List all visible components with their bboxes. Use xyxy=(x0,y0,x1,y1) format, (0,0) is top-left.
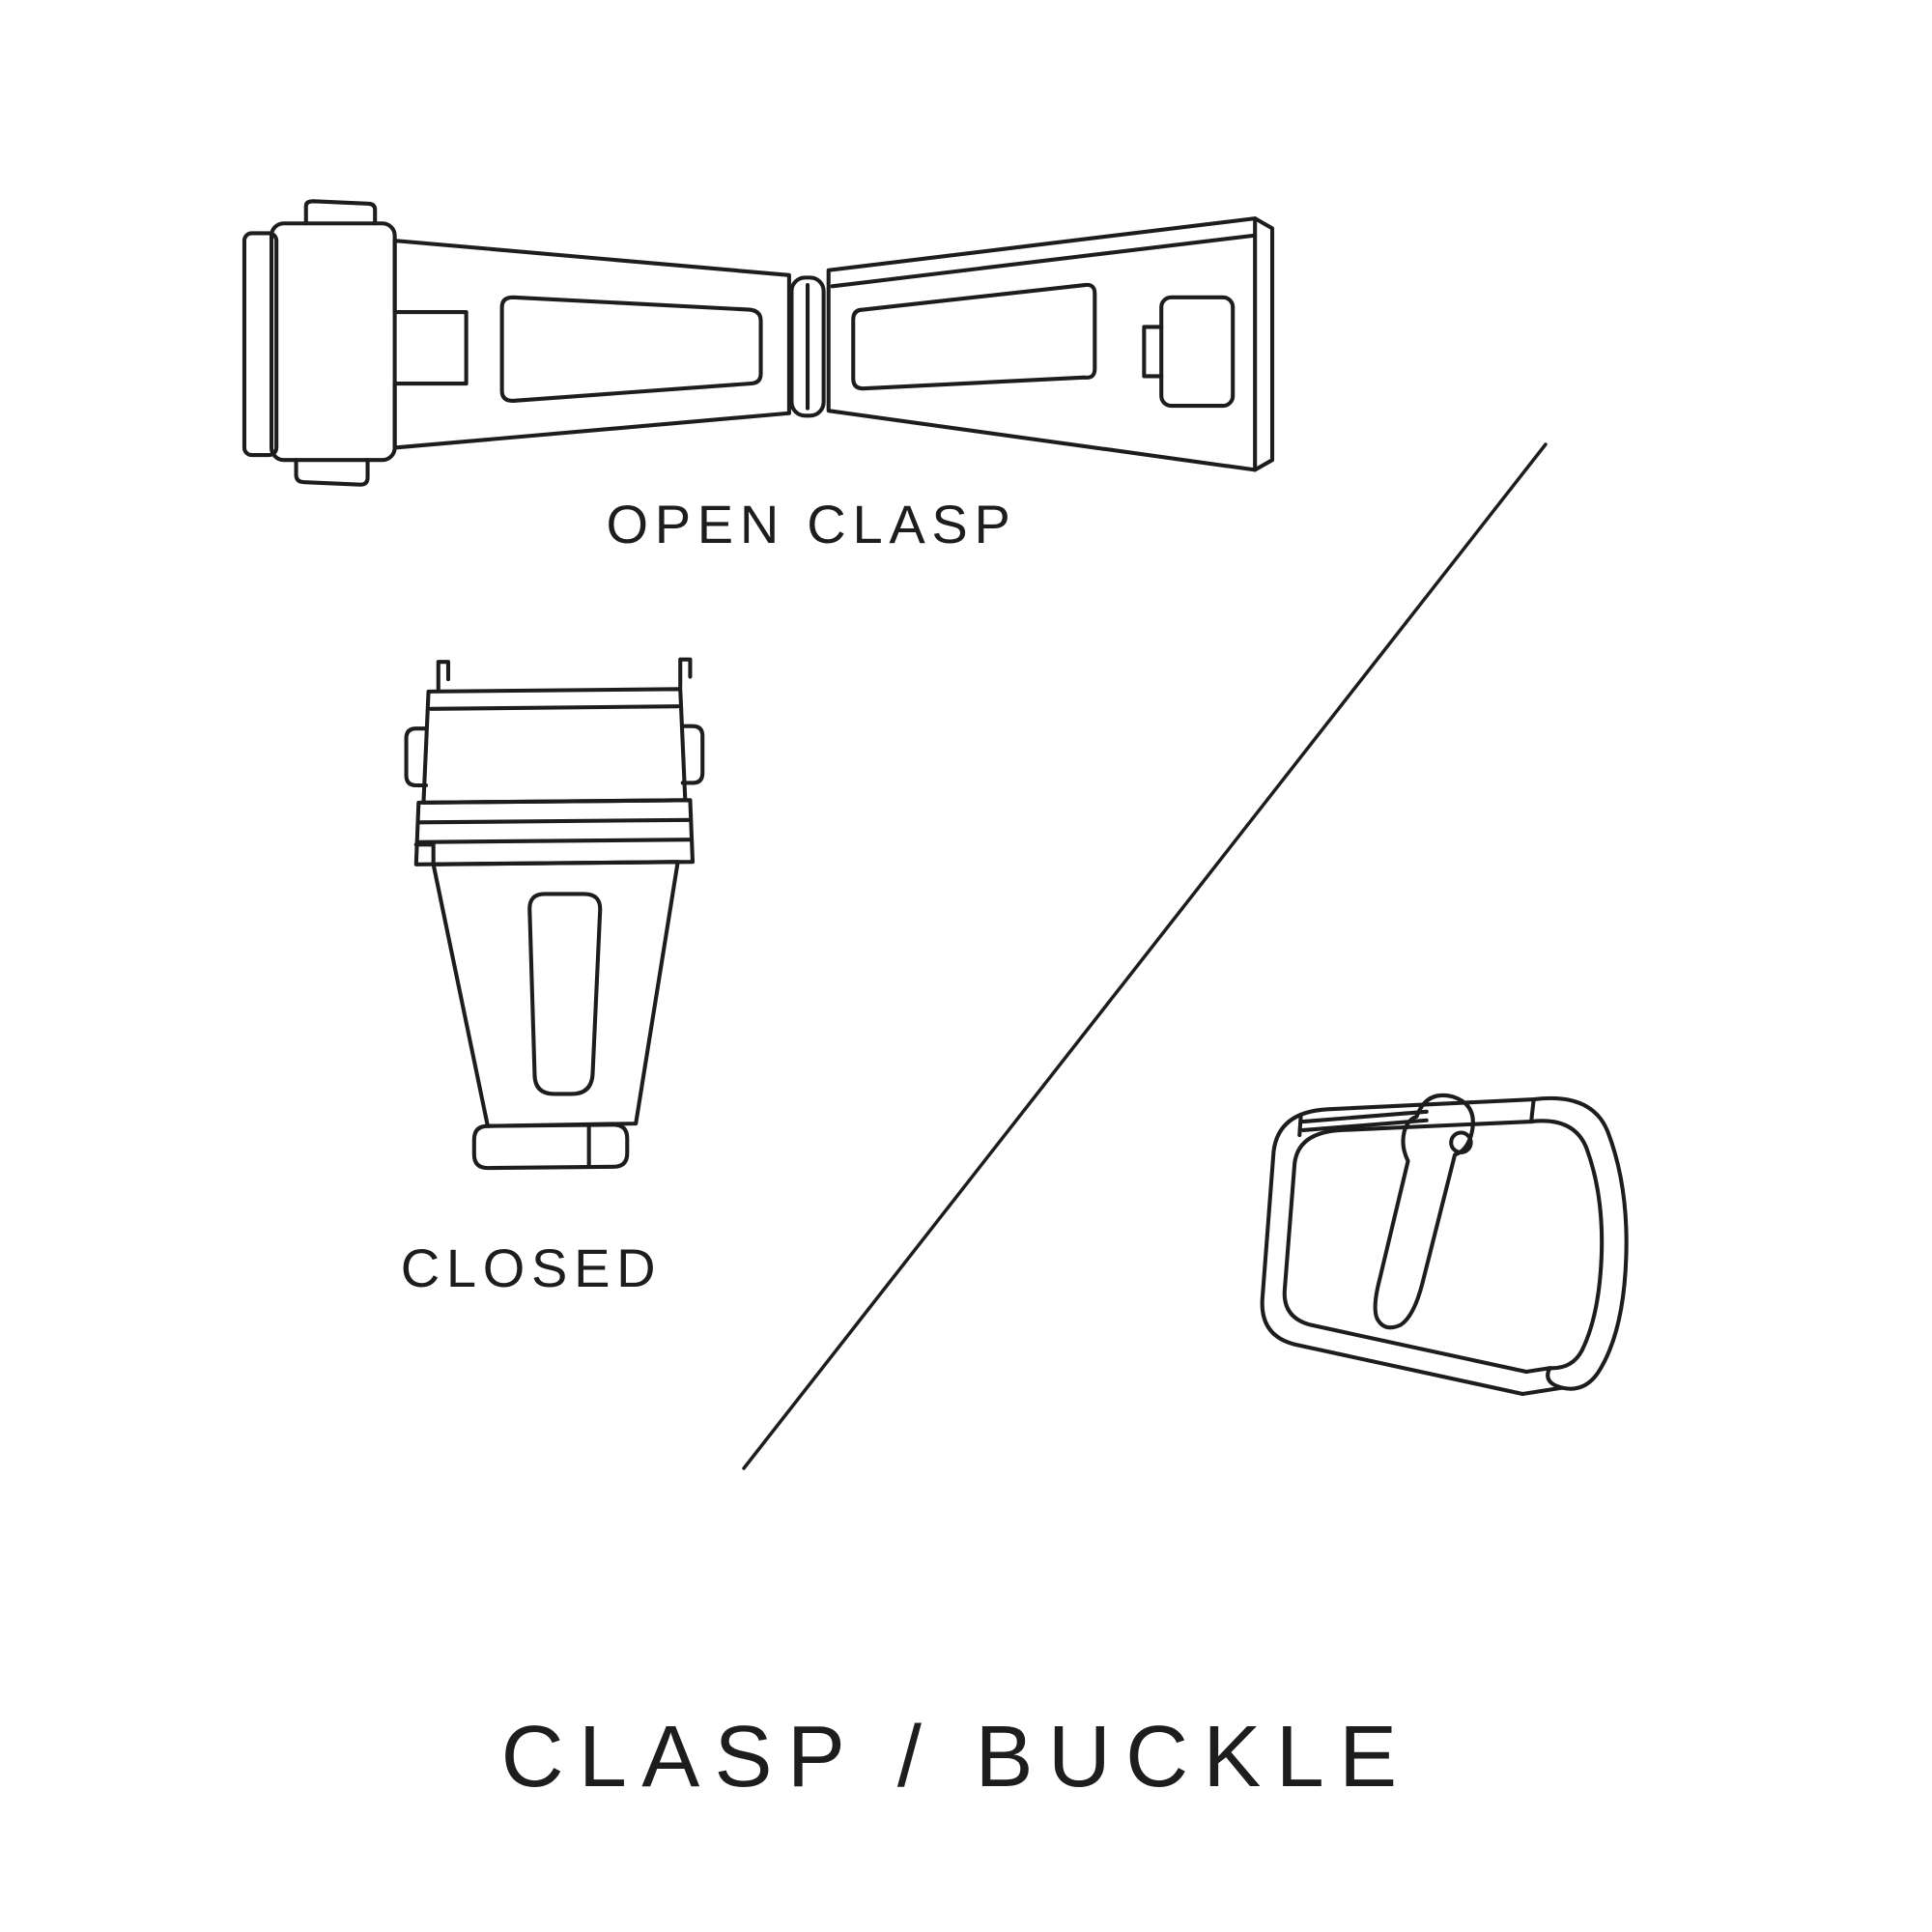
closed-clasp-top-box xyxy=(404,687,705,805)
open-clasp-left-end xyxy=(242,199,397,487)
closed-clasp-body xyxy=(431,860,680,1128)
closed-clasp-icon xyxy=(404,657,705,1171)
page-title: CLASP / BUCKLE xyxy=(500,1709,1412,1805)
open-clasp-left-arm xyxy=(392,239,791,450)
diagonal-divider-line xyxy=(742,442,1548,1470)
closed-clasp-band xyxy=(413,798,696,867)
closed-clasp-label: CLOSED xyxy=(400,1237,663,1298)
open-clasp-label: OPEN CLASP xyxy=(606,494,1017,554)
buckle-pin xyxy=(1297,1109,1429,1138)
open-clasp-illustration xyxy=(222,188,1294,497)
open-clasp-right-arm xyxy=(826,216,1275,472)
closed-clasp-prongs xyxy=(436,657,693,692)
open-clasp-icon xyxy=(242,199,1275,487)
closed-clasp-bottom-cap xyxy=(471,1122,630,1171)
buckle-icon xyxy=(1260,1093,1629,1397)
closed-clasp-illustration xyxy=(382,652,715,1208)
divider xyxy=(739,440,1550,1473)
open-clasp-hinge xyxy=(789,275,826,418)
buckle-illustration xyxy=(1232,1072,1651,1430)
buckle-frame xyxy=(1260,1097,1536,1397)
buckle-tongue xyxy=(1373,1093,1475,1330)
buckle-strap-band xyxy=(1520,1095,1629,1397)
